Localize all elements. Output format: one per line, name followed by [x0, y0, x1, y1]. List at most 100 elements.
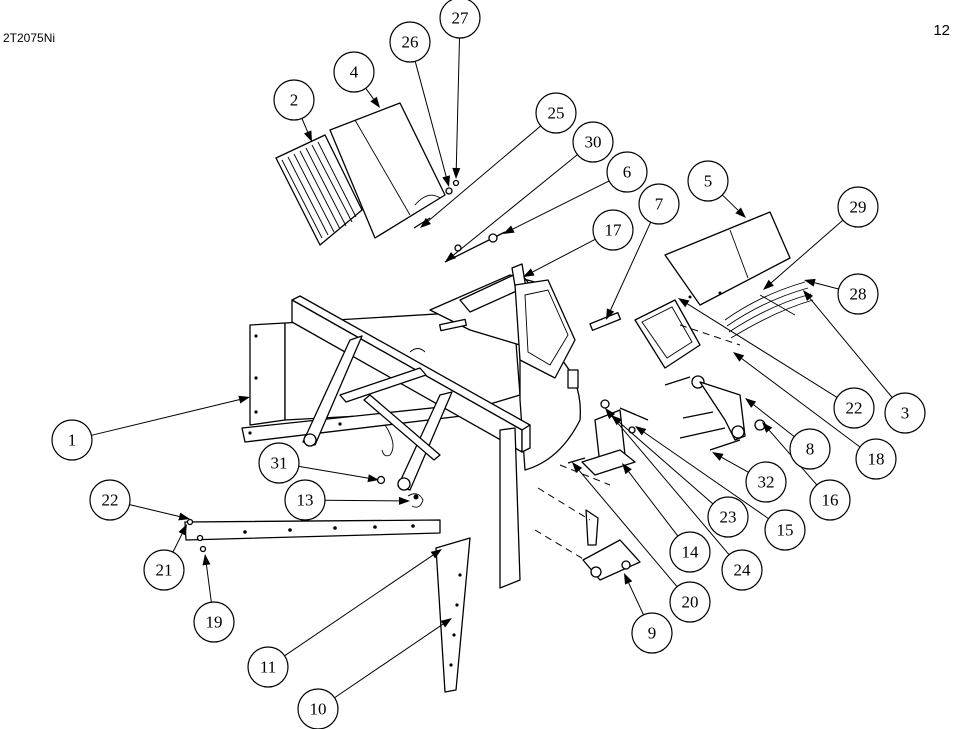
callout-23: 23: [707, 496, 749, 538]
leader-line-1: [91, 399, 240, 436]
callout-circle: [707, 496, 749, 538]
model-number: 2T2075Ni: [3, 31, 56, 45]
leader-arrowhead-24: [605, 408, 616, 419]
callout-circle: [833, 387, 875, 429]
leader-lines: [91, 37, 893, 699]
callout-number: 15: [777, 521, 794, 540]
callout-16: 16: [809, 479, 851, 521]
callout-number: 14: [682, 543, 700, 562]
skid-bar: [184, 518, 441, 553]
leader-arrowhead-25: [420, 217, 431, 228]
callout-number: 4: [350, 63, 359, 82]
callout-number: 25: [548, 104, 565, 123]
callout-circle: [247, 646, 289, 688]
lower-bracket: [534, 324, 741, 581]
callout-10: 10: [297, 688, 339, 729]
leader-line-23: [618, 421, 714, 505]
page-number: 12: [933, 22, 950, 39]
callout-circle: [789, 428, 831, 470]
callout-number: 23: [720, 508, 737, 527]
callout-17: 17: [592, 209, 634, 251]
leader-arrowhead-30: [445, 251, 457, 262]
callout-number: 18: [868, 450, 885, 469]
callout-circle: [592, 209, 634, 251]
leader-arrowhead-18: [733, 352, 745, 362]
leader-line-14: [628, 471, 679, 537]
callout-circle: [333, 51, 375, 93]
callout-number: 1: [68, 431, 77, 450]
callout-number: 5: [704, 172, 713, 191]
callout-19: 19: [193, 601, 235, 643]
callout-circle: [638, 183, 680, 225]
callout-circle: [855, 438, 897, 480]
callout-22: 22: [89, 479, 131, 521]
leader-arrowhead-6: [503, 225, 515, 234]
callout-26: 26: [389, 21, 431, 63]
callout-circle: [51, 419, 93, 461]
callout-circle: [884, 392, 926, 434]
callout-number: 16: [822, 491, 839, 510]
leader-arrowhead-29: [763, 279, 774, 290]
leader-arrowhead-26: [442, 175, 451, 187]
callout-4: 4: [333, 51, 375, 93]
callout-number: 27: [452, 9, 470, 28]
callout-31: 31: [258, 442, 300, 484]
callout-13: 13: [284, 479, 326, 521]
leader-line-18: [741, 358, 861, 448]
callout-20: 20: [669, 581, 711, 623]
leader-line-4: [365, 87, 374, 100]
hitch-frame: [291, 295, 531, 589]
leader-line-25: [428, 125, 542, 222]
callout-circle: [284, 479, 326, 521]
callout-1: 1: [51, 419, 93, 461]
leader-arrowhead-11: [430, 549, 442, 559]
callout-number: 22: [846, 399, 863, 418]
parts-drawing: [184, 102, 814, 693]
callout-circle: [669, 581, 711, 623]
leader-line-17: [532, 238, 596, 273]
callout-24: 24: [721, 549, 763, 591]
callout-circle: [721, 549, 763, 591]
callout-7: 7: [638, 183, 680, 225]
callout-number: 9: [648, 624, 657, 643]
leader-line-7: [610, 221, 652, 311]
leader-line-6: [512, 180, 610, 230]
callout-9: 9: [631, 612, 673, 654]
callout-25: 25: [535, 92, 577, 134]
callout-circle: [439, 0, 481, 39]
leader-line-20: [578, 470, 678, 588]
leader-arrowhead-5: [735, 207, 746, 218]
leader-arrowhead-15: [635, 426, 647, 436]
leader-line-9: [628, 582, 644, 616]
callout-circle: [389, 21, 431, 63]
leader-line-8: [753, 404, 795, 438]
callout-number: 17: [605, 221, 623, 240]
callout-number: 22: [102, 491, 119, 510]
callout-circle: [143, 549, 185, 591]
leader-arrowhead-14: [622, 463, 632, 475]
callout-circle: [606, 151, 648, 193]
callout-30: 30: [572, 121, 614, 163]
callout-circle: [273, 79, 315, 121]
callout-32: 32: [745, 461, 787, 503]
leader-line-32: [721, 456, 749, 473]
callout-number: 11: [260, 658, 276, 677]
callout-14: 14: [669, 531, 711, 573]
callout-number: 7: [655, 195, 664, 214]
leader-arrowhead-32: [712, 452, 724, 461]
callout-21: 21: [143, 549, 185, 591]
leader-arrowhead-10: [440, 618, 452, 628]
callout-number: 10: [310, 700, 327, 719]
skid-shoe: [435, 537, 471, 693]
callout-circle: [687, 160, 729, 202]
callout-8: 8: [789, 428, 831, 470]
callout-number: 24: [734, 561, 752, 580]
callout-circle: [764, 509, 806, 551]
callout-circle: [745, 461, 787, 503]
leader-line-26: [414, 61, 447, 177]
callout-3: 3: [884, 392, 926, 434]
callout-circle: [837, 186, 879, 228]
leader-line-3: [809, 298, 893, 398]
callout-number: 8: [806, 440, 815, 459]
